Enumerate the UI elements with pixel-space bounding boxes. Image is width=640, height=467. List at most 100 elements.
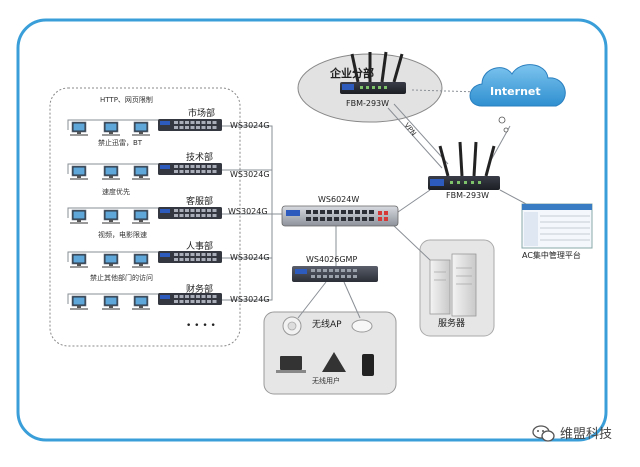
- department-switch-port: [179, 121, 184, 124]
- department-switch-port: [201, 209, 206, 212]
- department-switch-port: [207, 209, 211, 212]
- department-lan-line: [67, 163, 158, 174]
- policy-label: 禁止迅雷，BT: [98, 139, 143, 147]
- vpn-tunnel: [387, 103, 449, 169]
- pc-stand-icon: [77, 220, 81, 222]
- department-switch-port: [179, 209, 184, 212]
- department-switch-port: [185, 214, 189, 217]
- server-1-icon: [429, 259, 451, 315]
- department-switch-port: [179, 126, 184, 129]
- department-name: 财务部: [186, 285, 214, 295]
- department-switch-port: [179, 258, 184, 261]
- pc-keyboard-icon: [70, 266, 88, 268]
- department-switch-port: [196, 165, 200, 168]
- vpn-line-a: [387, 107, 443, 169]
- department-switch-port: [212, 121, 217, 124]
- branch-title: 企业分部: [330, 67, 374, 80]
- pc-screen-icon: [73, 297, 85, 305]
- department-name: 人事部: [186, 242, 214, 252]
- phone-icon: [362, 354, 374, 376]
- department-lan-line: [67, 207, 158, 218]
- pc-keyboard-icon: [70, 222, 88, 224]
- policy-label: 视频，电影限速: [98, 231, 147, 239]
- department-switch-logo: [160, 209, 170, 213]
- department-switch-port: [207, 253, 211, 256]
- tablet-icon: [322, 352, 346, 372]
- antenna-3: [380, 51, 388, 83]
- department-switch-port: [212, 295, 217, 298]
- department-switch-port: [212, 300, 217, 303]
- department-switch-port: [201, 214, 206, 217]
- department-switch-port: [201, 253, 206, 256]
- department-name: 市场部: [188, 109, 216, 119]
- main-router-logo: [430, 179, 444, 186]
- pc-keyboard-icon: [70, 308, 88, 310]
- pc-screen-icon: [135, 297, 147, 305]
- department-switch-port: [201, 170, 206, 173]
- department-switch-port: [196, 214, 200, 217]
- pc-screen-icon: [105, 255, 117, 263]
- server-2-icon: [451, 253, 477, 317]
- branch-router-leds: [360, 86, 387, 89]
- server-label: 服务器: [438, 319, 466, 329]
- department-switch-port: [196, 209, 200, 212]
- department-switch-logo: [160, 121, 170, 125]
- pc-screen-icon: [105, 167, 117, 175]
- pc-stand-icon: [77, 132, 81, 134]
- poe-switch-logo: [295, 269, 307, 274]
- department-switch-port: [190, 300, 195, 303]
- department-switch-port: [196, 170, 200, 173]
- pc-stand-icon: [139, 132, 143, 134]
- department-switch-port: [196, 126, 200, 129]
- department-switch-port: [174, 121, 178, 124]
- department-switch-port: [207, 121, 211, 124]
- department-switch-port: [207, 170, 211, 173]
- department-switch-port: [179, 295, 184, 298]
- department-switch-port: [185, 126, 189, 129]
- laptop-screen-icon: [280, 356, 302, 370]
- pc-keyboard-icon: [102, 178, 120, 180]
- department-switch-port: [212, 170, 217, 173]
- ac-screen-titlebar: [522, 204, 592, 210]
- pc-stand-icon: [109, 132, 113, 134]
- antenna-5: [438, 145, 450, 177]
- department-switch-port: [179, 300, 184, 303]
- department-switch-port: [201, 126, 206, 129]
- wireless-users-label: 无线用户: [312, 377, 340, 385]
- department-switch-port: [174, 209, 178, 212]
- pc-screen-icon: [73, 211, 85, 219]
- antenna-1: [350, 53, 360, 83]
- pc-stand-icon: [139, 306, 143, 308]
- department-switch-port: [190, 295, 195, 298]
- department-group: [49, 87, 241, 347]
- department-switch-port: [212, 126, 217, 129]
- department-switch-port: [185, 165, 189, 168]
- ap-2-icon: [351, 319, 373, 333]
- core-switch-label: WS6024W: [318, 195, 360, 204]
- link-trunk: [240, 125, 282, 301]
- pc-screen-icon: [105, 211, 117, 219]
- department-switch-port: [201, 165, 206, 168]
- wireless-ap-label: 无线AP: [312, 320, 342, 330]
- department-switch-port: [201, 295, 206, 298]
- pc-stand-icon: [139, 264, 143, 266]
- ap-1-inner: [287, 321, 297, 331]
- pc-screen-icon: [73, 255, 85, 263]
- department-switch-port: [185, 121, 189, 124]
- department-switch-port: [190, 258, 195, 261]
- department-switch-port: [185, 253, 189, 256]
- department-name: 技术部: [186, 153, 214, 163]
- pc-stand-icon: [109, 220, 113, 222]
- poe-switch-label: WS4026GMP: [306, 255, 358, 264]
- poe-switch-ports: [311, 269, 357, 278]
- department-switch-port: [196, 258, 200, 261]
- core-switch-sfp: [378, 211, 388, 221]
- ac-screen-sidebar: [524, 212, 538, 246]
- servers: [429, 253, 477, 317]
- link-branch-cloud: [411, 89, 481, 93]
- pc-screen-icon: [135, 167, 147, 175]
- department-switch-port: [185, 170, 189, 173]
- internet-label: Internet: [490, 85, 541, 98]
- department-switch-port: [179, 170, 184, 173]
